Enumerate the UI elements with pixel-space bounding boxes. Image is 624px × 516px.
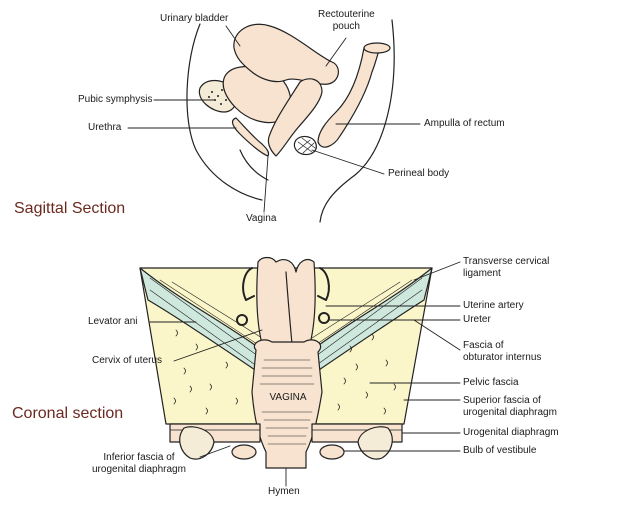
perineal-body-shape xyxy=(293,135,317,156)
rectum-shape xyxy=(317,47,381,148)
label-cervix-of-uterus: Cervix of uterus xyxy=(92,355,163,366)
uterus-shape xyxy=(233,23,339,85)
label-urinary-bladder: Urinary bladder xyxy=(160,13,229,24)
cervix-midline xyxy=(285,271,293,345)
ureter-left xyxy=(236,314,248,326)
bulb-of-vestibule-left xyxy=(231,444,257,460)
uterine-artery-left xyxy=(242,267,255,301)
label-levator-ani: Levator ani xyxy=(88,316,138,327)
sagittal-section-title: Sagittal Section xyxy=(14,200,126,217)
sagittal-leaders xyxy=(127,25,421,213)
pubic-bone-left xyxy=(179,426,215,460)
label-transverse-cervical-ligament: Transverse cervical ligament xyxy=(463,256,550,279)
vagina-sagittal-shape xyxy=(267,78,323,157)
levator-ani-fibers xyxy=(149,277,423,365)
label-inferior-fascia: Inferior fascia of urogenital diaphragm xyxy=(92,452,186,475)
bulb-of-vestibule-right xyxy=(319,444,345,460)
uterine-artery-right xyxy=(317,267,330,301)
coronal-diagram xyxy=(139,256,461,487)
sagittal-perineum-outline xyxy=(239,149,269,181)
sagittal-body-outline xyxy=(186,23,263,201)
label-hymen: Hymen xyxy=(268,486,300,497)
fat-texture xyxy=(173,329,396,415)
pubic-symphysis-texture xyxy=(208,89,227,105)
label-pelvic-fascia: Pelvic fascia xyxy=(463,377,519,388)
label-perineal-body: Perineal body xyxy=(388,168,450,179)
vagina-inner-label: VAGINA xyxy=(269,392,306,403)
label-urogenital-diaphragm: Urogenital diaphragm xyxy=(463,427,559,438)
ureter-right xyxy=(318,312,330,324)
rectum-opening xyxy=(363,42,391,54)
label-ampulla-of-rectum: Ampulla of rectum xyxy=(424,118,505,129)
coronal-leaders xyxy=(149,261,461,487)
vagina-rugae xyxy=(259,359,315,445)
sagittal-posterior-outline xyxy=(319,19,395,223)
label-uterine-artery: Uterine artery xyxy=(463,300,524,311)
label-pubic-symphysis: Pubic symphysis xyxy=(78,94,153,105)
cervix-shape xyxy=(256,256,316,345)
coronal-section-title: Coronal section xyxy=(12,405,124,422)
label-vagina-sagittal: Vagina xyxy=(246,213,277,224)
label-bulb-of-vestibule: Bulb of vestibule xyxy=(463,445,537,456)
label-urethra: Urethra xyxy=(88,122,122,133)
label-rectouterine-pouch: Rectouterine pouch xyxy=(318,9,375,32)
sagittal-diagram xyxy=(127,19,421,223)
vagina-coronal-shape xyxy=(251,339,323,469)
label-ureter: Ureter xyxy=(463,314,491,325)
label-superior-fascia: Superior fascia of urogenital diaphragm xyxy=(463,395,557,418)
label-fascia-of-obturator-internus: Fascia of obturator internus xyxy=(463,340,542,363)
urethra-shape xyxy=(231,117,270,157)
perineal-body-hatch xyxy=(297,137,316,154)
